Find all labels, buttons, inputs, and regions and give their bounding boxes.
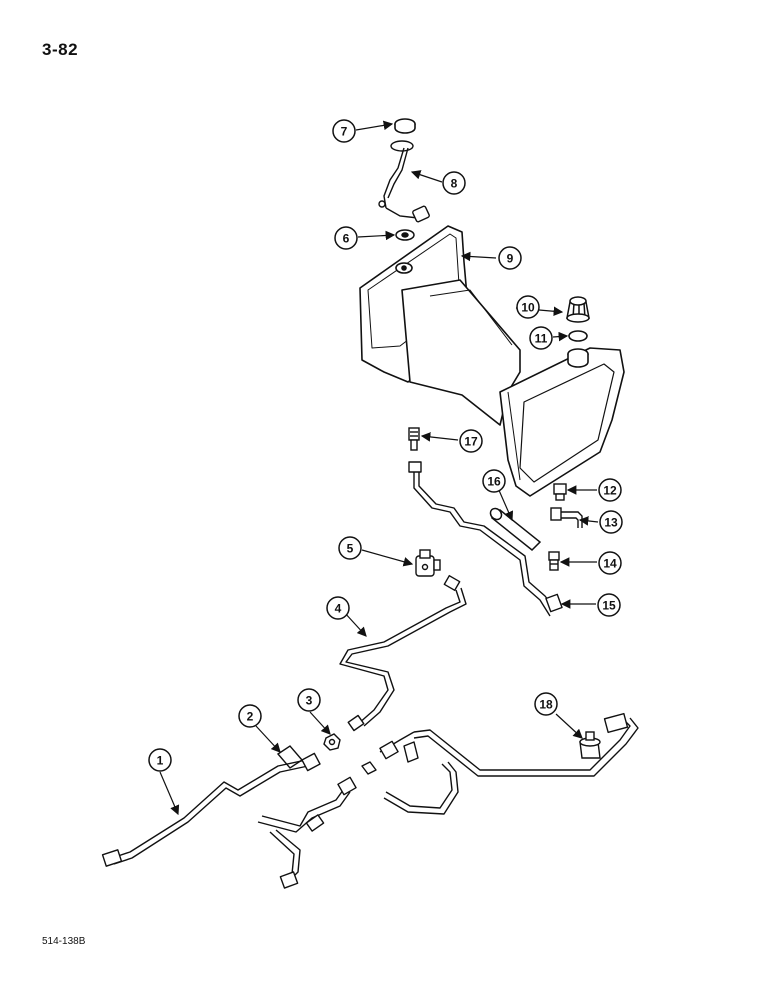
- callout-15: 15: [597, 593, 621, 617]
- part-17-fitting: [408, 427, 420, 451]
- part-3-nut: [323, 733, 341, 751]
- svg-text:3: 3: [306, 694, 313, 708]
- page-number: 3-82: [42, 40, 79, 59]
- callout-6: 6: [334, 226, 358, 250]
- svg-text:18: 18: [539, 698, 553, 712]
- callout-4: 4: [326, 596, 350, 620]
- svg-text:16: 16: [487, 475, 501, 489]
- svg-text:11: 11: [535, 332, 548, 346]
- svg-text:6: 6: [343, 232, 350, 246]
- svg-text:13: 13: [604, 516, 618, 530]
- svg-text:17: 17: [464, 435, 478, 449]
- part-11-seal-ring: [568, 330, 588, 342]
- callout-2: 2: [238, 704, 262, 728]
- part-7-washer: [394, 118, 416, 134]
- part-8-sender-unit: [378, 140, 430, 223]
- callout-16: 16: [482, 469, 506, 493]
- part-6-grommet: [395, 229, 415, 241]
- figure-code: 514-138B: [42, 936, 86, 947]
- callout-3: 3: [297, 688, 321, 712]
- svg-text:14: 14: [603, 557, 617, 571]
- part-18-fitting: [579, 731, 601, 759]
- callout-12: 12: [598, 478, 622, 502]
- svg-text:4: 4: [335, 602, 342, 616]
- part-1-fuel-pipe: [101, 752, 321, 867]
- svg-text:7: 7: [341, 125, 348, 139]
- callout-5: 5: [338, 536, 362, 560]
- svg-text:9: 9: [507, 252, 514, 266]
- svg-text:12: 12: [603, 484, 617, 498]
- svg-text:8: 8: [451, 177, 458, 191]
- callout-7: 7: [332, 119, 356, 143]
- callout-18: 18: [534, 692, 558, 716]
- callout-10: 10: [516, 295, 540, 319]
- callout-17: 17: [459, 429, 483, 453]
- svg-text:2: 2: [247, 710, 254, 724]
- svg-text:15: 15: [602, 599, 616, 613]
- callout-13: 13: [599, 510, 623, 534]
- part-12-drain-plug: [553, 483, 567, 501]
- callout-9: 9: [498, 246, 522, 270]
- part-13-return-fitting: [550, 507, 583, 528]
- part-14-union: [548, 551, 560, 571]
- part-15-fuel-pipe: [408, 461, 563, 617]
- svg-text:10: 10: [521, 301, 535, 315]
- part-16-hose: [489, 507, 542, 552]
- part-4-fuel-pipe: [339, 574, 467, 732]
- part-10-filler-cap: [566, 296, 590, 323]
- callout-14: 14: [598, 551, 622, 575]
- svg-text:5: 5: [347, 542, 354, 556]
- part-5-tee-fitting: [415, 549, 441, 577]
- svg-text:1: 1: [157, 754, 164, 768]
- callout-11: 11: [529, 326, 553, 350]
- lower-pipe-assembly: [257, 712, 639, 889]
- callout-1: 1: [148, 748, 172, 772]
- callout-8: 8: [442, 171, 466, 195]
- fuel-tank: [359, 225, 625, 497]
